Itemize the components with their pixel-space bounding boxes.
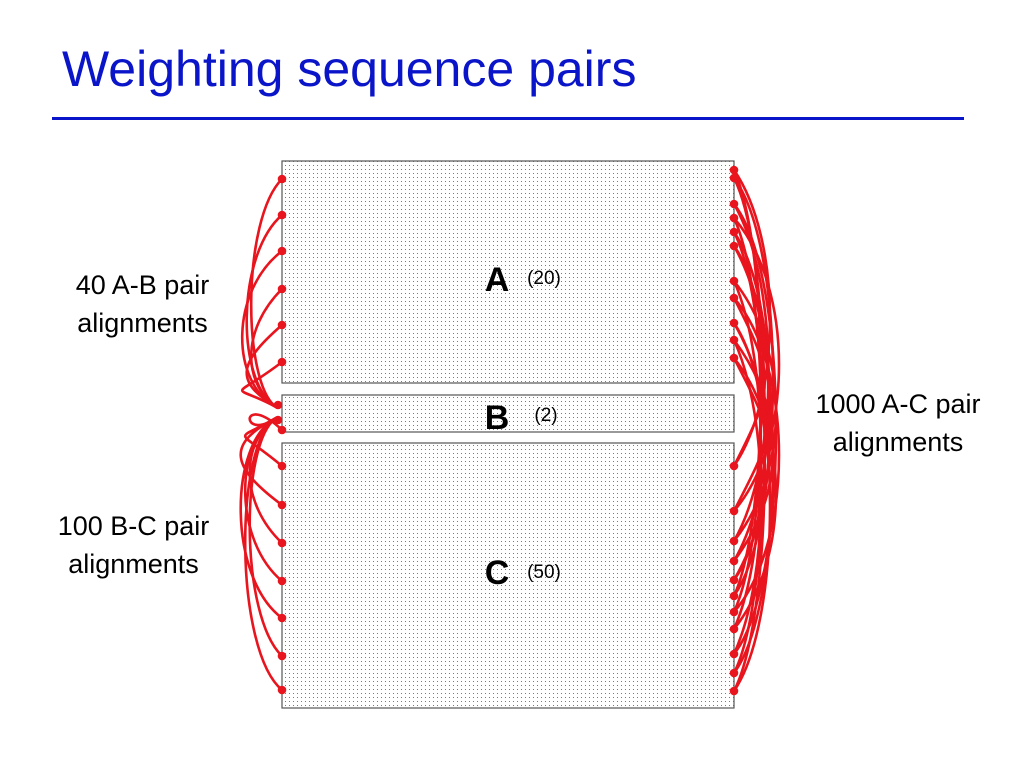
group-b-box [281, 394, 735, 433]
ab-alignment-line [249, 178, 283, 409]
bc-alignments-label: 100 B-C pair alignments [36, 507, 231, 583]
ac-alignment-line [732, 297, 767, 467]
ac-alignment-line [732, 322, 770, 581]
alignment-end-dot [729, 213, 739, 223]
alignment-end-dot [277, 284, 287, 294]
alignment-end-dot [277, 613, 287, 623]
ac-alignment-line [733, 217, 781, 512]
ab-alignment-line [240, 360, 283, 409]
ab-alignment-line [245, 324, 283, 409]
bc-label-line-1: 100 B-C pair [57, 511, 210, 541]
alignment-end-dot [729, 649, 739, 659]
alignment-end-dot [277, 538, 287, 548]
alignment-end-dot [729, 575, 739, 585]
ab-label-line-2: alignments [77, 308, 208, 338]
alignment-end-dot [729, 173, 739, 183]
alignment-end-dot [729, 293, 739, 303]
bc-alignment-line [248, 416, 283, 657]
group-c-box [281, 442, 735, 709]
alignment-end-dot [729, 624, 739, 634]
ac-label-line-1: 1000 A-C pair [815, 389, 981, 419]
alignment-end-dot [729, 165, 739, 175]
alignment-end-dot [277, 246, 287, 256]
alignment-end-dot [277, 320, 287, 330]
alignment-end-dot [277, 425, 287, 435]
group-b-count: (2) [534, 405, 557, 426]
ac-alignment-line [732, 357, 767, 512]
alignment-end-dot [729, 241, 739, 251]
alignment-end-dot [277, 210, 287, 220]
alignment-end-dot [729, 536, 739, 546]
alignment-end-dot [277, 174, 287, 184]
group-c-letter: C [485, 554, 510, 592]
alignment-lines [239, 165, 781, 696]
alignment-end-dot [729, 607, 739, 617]
ac-label-line-2: alignments [832, 427, 964, 457]
bc-alignment-line [243, 416, 283, 691]
alignment-end-dot [729, 556, 739, 566]
slide-title: Weighting sequence pairs [62, 41, 637, 97]
alignment-end-dot [729, 461, 739, 471]
ab-alignments-label: 40 A-B pair alignments [50, 266, 235, 342]
alignment-end-dot [729, 591, 739, 601]
group-a-count: (20) [527, 268, 561, 289]
alignment-end-dot [277, 685, 287, 695]
alignment-end-dot [729, 199, 739, 209]
alignment-end-dot [277, 461, 287, 471]
bc-alignment-line [239, 416, 283, 507]
bc-label-line-2: alignments [68, 549, 199, 579]
title-underline [52, 117, 964, 120]
alignment-end-dot [273, 400, 283, 410]
alignment-end-dot [729, 318, 739, 328]
alignment-end-dot [729, 506, 739, 516]
group-c-count: (50) [527, 562, 561, 583]
group-b-letter: B [485, 399, 510, 437]
sequence-group-boxes [281, 160, 735, 709]
ab-alignment-line [249, 288, 283, 409]
bc-alignment-line [239, 416, 283, 620]
alignment-end-dot [273, 415, 283, 425]
ab-label-line-1: 40 A-B pair [75, 270, 210, 300]
alignment-end-dot [277, 500, 287, 510]
ac-alignment-line [732, 245, 770, 562]
alignment-end-dot [729, 227, 739, 237]
alignment-end-dot [277, 357, 287, 367]
alignment-end-dot [729, 276, 739, 286]
alignment-end-dot [729, 335, 739, 345]
ac-alignment-line [732, 357, 778, 630]
alignment-end-dot [729, 686, 739, 696]
alignment-end-dot [729, 353, 739, 363]
alignment-end-dot [277, 651, 287, 661]
alignment-end-dot [277, 576, 287, 586]
group-a-letter: A [485, 261, 510, 299]
group-a-box [281, 160, 735, 384]
alignment-end-dot [729, 668, 739, 678]
ac-alignments-label: 1000 A-C pair alignments [788, 385, 1008, 461]
